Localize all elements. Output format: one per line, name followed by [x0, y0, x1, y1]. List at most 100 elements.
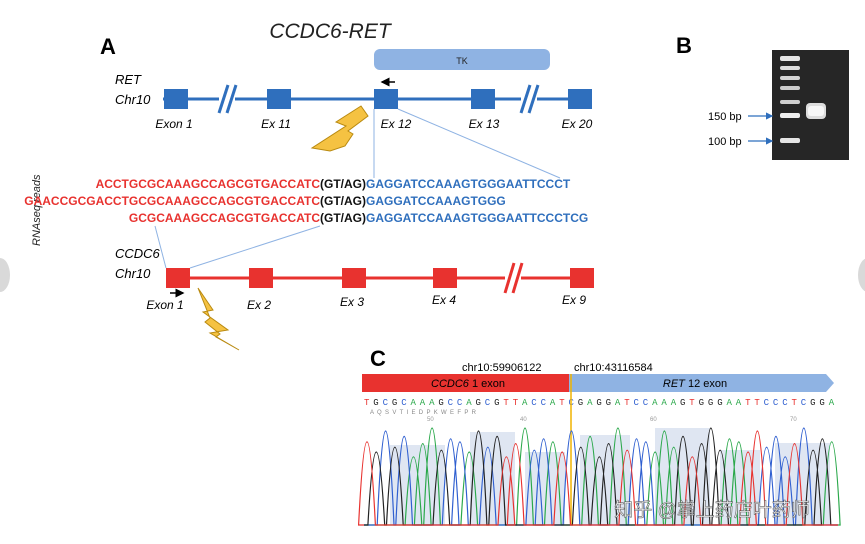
sanger-position-label: 50	[427, 417, 434, 423]
sanger-base: T	[745, 398, 751, 408]
sanger-ret-bar-label: RET 12 exon	[663, 378, 727, 390]
sanger-position-label: 70	[790, 417, 797, 423]
sanger-base: G	[373, 398, 378, 408]
sanger-coord-right: chr10:43116584	[574, 362, 653, 374]
ret-exon-1-box	[164, 89, 188, 109]
read-junction-row: (GT/AG)GAGGATCCAAAGTGGGAATTCCCTCG	[320, 211, 588, 225]
ladder-band	[780, 56, 800, 61]
ladder-band	[780, 138, 800, 143]
sanger-chromatogram	[357, 427, 841, 526]
sanger-base: C	[383, 398, 389, 408]
panel-label-a: A	[100, 34, 116, 59]
sanger-base: C	[764, 398, 770, 408]
read-ccdc6-part: GAACCGCGACCTGCGCAAAGCCAGCGTGACCATC	[24, 194, 320, 208]
sanger-base: G	[438, 398, 443, 408]
ret-exon-label: Ex 11	[261, 117, 291, 131]
sanger-coord-left: chr10:59906122	[462, 362, 542, 374]
ret-exon-label: Ex 13	[469, 117, 500, 131]
sanger-base: C	[531, 398, 537, 408]
sanger-base-row: TGCGCAAAGCCAGCGTTACCATCGAGGATCCAAAGTGGGA…	[364, 398, 835, 408]
sanger-base: T	[559, 398, 565, 408]
ccdc6-exon-label: Ex 4	[432, 293, 456, 307]
read-ret-part: GAGGATCCAAAGTGGGAATTCCCT	[366, 177, 571, 191]
sanger-base: C	[485, 398, 491, 408]
watermark-text: 知乎 @掌上药店叶药师	[614, 499, 810, 521]
read-junction: (GT/AG)	[320, 177, 366, 191]
figure-title: CCDC6-RET	[269, 20, 393, 43]
sample-band-core	[808, 106, 824, 116]
ccdc6-gene-track: CCDC6 Chr10 Exon 1 Ex 2 Ex 3 Ex 4 Ex 9	[115, 225, 594, 351]
sanger-base: C	[801, 398, 807, 408]
ccdc6-gene-label: CCDC6	[115, 246, 161, 261]
gel-size-label: 150 bp	[708, 111, 742, 123]
trace-T	[357, 430, 838, 526]
tk-domain-bar	[374, 49, 550, 70]
right-edge-handle	[858, 258, 865, 292]
ret-break-2	[519, 84, 540, 114]
sanger-base: T	[689, 398, 695, 408]
sanger-base: G	[606, 398, 611, 408]
ccdc6-exon-label: Exon 1	[146, 298, 183, 312]
sanger-base: A	[727, 398, 733, 408]
ret-gene-label: RET	[115, 72, 142, 87]
sanger-base: A	[411, 398, 417, 408]
read-ccdc6-part: ACCTGCGCAAAGCCAGCGTGACCATC	[96, 177, 321, 191]
ccdc6-breakpoint-lightning-icon	[197, 287, 240, 351]
ccdc6-exon-2-box	[249, 268, 273, 288]
ret-exon-label: Exon 1	[155, 117, 192, 131]
sanger-base: A	[829, 398, 835, 408]
ret-exon-13-box	[471, 89, 495, 109]
read-junction: (GT/AG)	[320, 211, 366, 225]
ccdc6-exon-4-box	[433, 268, 457, 288]
sanger-base: A	[736, 398, 742, 408]
sanger-base: C	[457, 398, 463, 408]
ret-exon-label: Ex 20	[562, 117, 593, 131]
ret-chr-label: Chr10	[115, 92, 151, 107]
sanger-aa-row: A Q S V T I E D P K W E F P R	[370, 410, 477, 416]
sanger-base: A	[652, 398, 658, 408]
ladder-band	[780, 66, 800, 70]
ret-exon-11-box	[267, 89, 291, 109]
sanger-base: T	[503, 398, 509, 408]
read-ret-part: GAGGATCCAAAGTGGGAATTCCCTCG	[366, 211, 588, 225]
ccdc6-break	[503, 262, 524, 294]
sanger-base: G	[596, 398, 601, 408]
rnaseq-read-list: ACCTGCGCAAAGCCAGCGTGACCATC (GT/AG)GAGGAT…	[24, 177, 588, 225]
sanger-base: T	[364, 398, 370, 408]
gel-size-label: 100 bp	[708, 136, 742, 148]
ladder-band	[780, 86, 800, 90]
ret-gene-track: TK RET Chr10 Exon 1 Ex 11 Ex 12 Ex 13 Ex…	[115, 49, 593, 179]
sanger-base: G	[494, 398, 499, 408]
ccdc6-exon-label: Ex 9	[562, 293, 586, 307]
sanger-ccdc6-bar-label: CCDC6 1 exon	[431, 378, 505, 390]
sanger-base: A	[661, 398, 667, 408]
sanger-base: G	[819, 398, 824, 408]
sanger-base: G	[699, 398, 704, 408]
read-ccdc6-part: GCGCAAAGCCAGCGTGACCATC	[129, 211, 320, 225]
panel-label-b: B	[676, 33, 692, 58]
sanger-base: A	[420, 398, 426, 408]
sanger-base: C	[773, 398, 779, 408]
sanger-base: C	[782, 398, 788, 408]
read-junction: (GT/AG)	[320, 194, 366, 208]
sanger-base: C	[643, 398, 649, 408]
ret-exon-label: Ex 12	[381, 117, 412, 131]
sanger-base: G	[476, 398, 481, 408]
ccdc6-exon-label: Ex 2	[247, 298, 271, 312]
left-edge-handle	[0, 258, 10, 292]
sanger-base: A	[671, 398, 677, 408]
rnaseq-read-1: ACCTGCGCAAAGCCAGCGTGACCATC	[96, 177, 321, 191]
sanger-ret-bar	[569, 374, 834, 392]
gel-panel: 150 bp 100 bp	[708, 50, 849, 160]
sanger-position-label: 60	[650, 417, 657, 423]
sanger-base: A	[587, 398, 593, 408]
tk-domain-label: TK	[456, 56, 468, 66]
sanger-base: G	[717, 398, 722, 408]
sanger-base: T	[792, 398, 798, 408]
ccdc6-read-connector-left	[154, 225, 167, 269]
sanger-base: G	[708, 398, 713, 408]
read-junction-row: (GT/AG)GAGGATCCAAAGTGGG	[320, 194, 506, 208]
ccdc6-exon-1-box	[166, 268, 190, 288]
sanger-position-label: 40	[520, 417, 527, 423]
read-junction-row: (GT/AG)GAGGATCCAAAGTGGGAATTCCCT	[320, 177, 571, 191]
